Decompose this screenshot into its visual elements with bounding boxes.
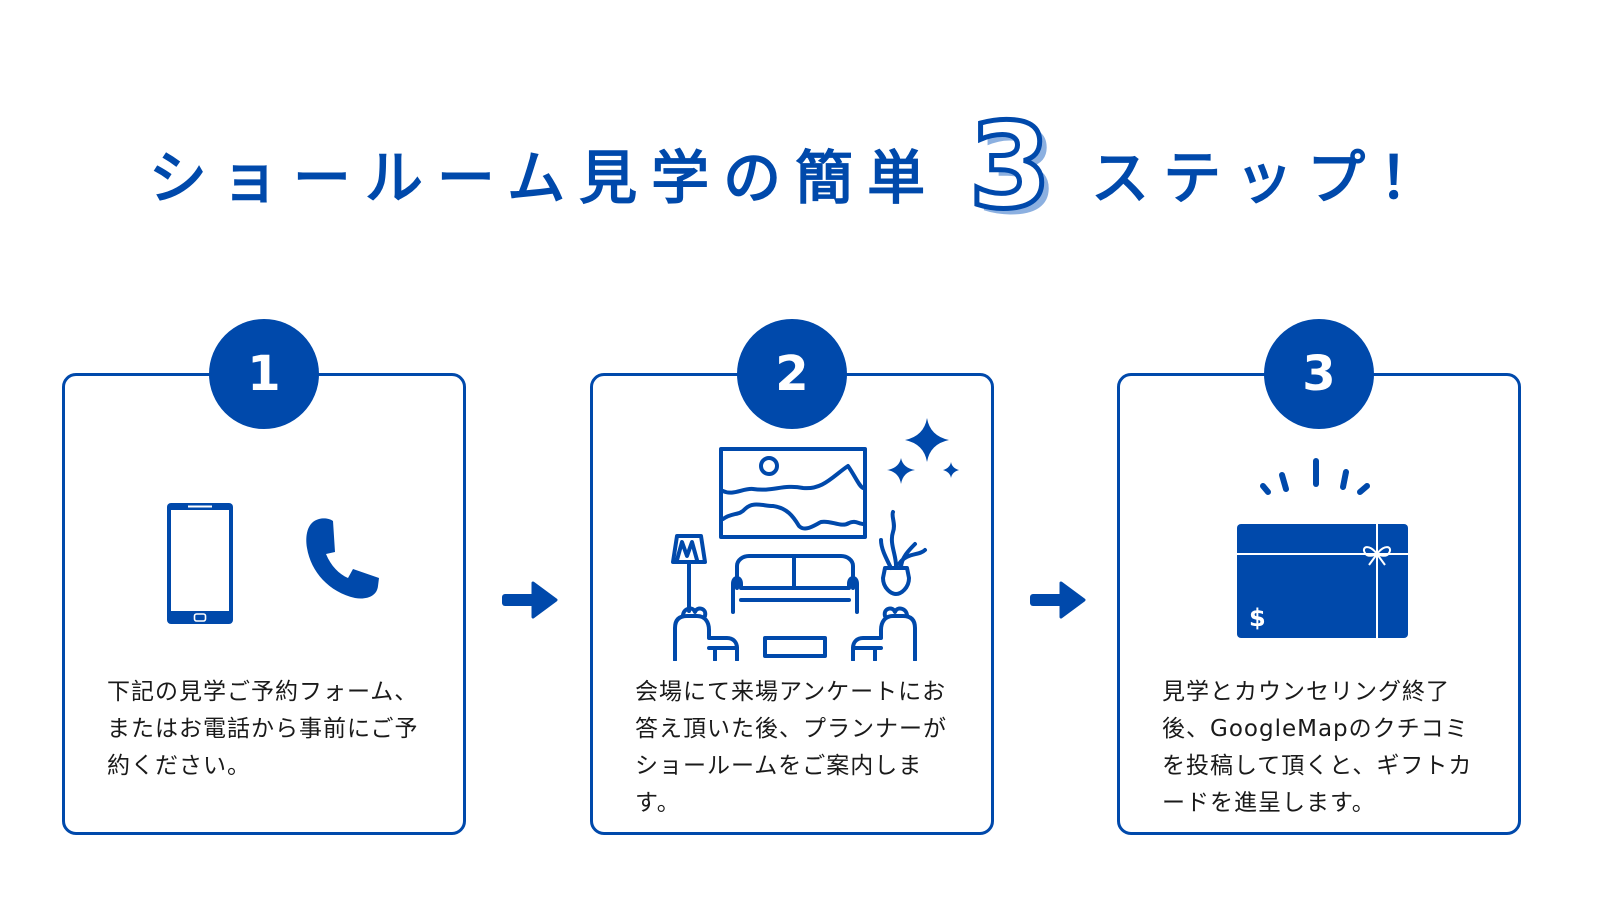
smartphone-icon (167, 503, 233, 624)
step-number-badge: 3 (1264, 319, 1374, 429)
title-number-shadow: 3 (976, 109, 1057, 229)
arrow-right-icon (1030, 581, 1086, 619)
step-number-badge: 2 (737, 319, 847, 429)
step-card-1: 1 下記の見学ご予約フォーム、またはお電話から事前にご予約ください。 (62, 319, 466, 835)
dollar-sign-icon: $ (1249, 604, 1266, 632)
ribbon-bow-icon (1363, 546, 1391, 566)
arrow-right-icon (502, 581, 558, 619)
step-description: 会場にて来場アンケートにお答え頂いた後、プランナーがショールームをご案内します。 (635, 679, 947, 816)
showroom-living-room-icon (671, 447, 927, 661)
title-number-three: 3 3 (967, 109, 1057, 229)
step-card-3: 3 $ 見学とカウンセリング終了後、GoogleMapのクチコミを投稿して頂くと… (1117, 319, 1521, 835)
sparkle-icon (887, 418, 959, 484)
step-description: 見学とカウンセリング終了後、GoogleMapのクチコミを投稿して頂くと、ギフト… (1162, 679, 1473, 816)
title-number-outline: 3 (969, 109, 1051, 229)
gift-card-icon: $ (1237, 458, 1408, 638)
phone-handset-icon (306, 518, 379, 599)
title-number-three-graphic: 3 3 (967, 109, 1057, 229)
page-title: ショールーム見学の簡単 3 3 ステップ！ (0, 109, 1600, 229)
step-number-badge: 1 (209, 319, 319, 429)
step-card-2: 2 (590, 319, 994, 835)
shine-lines-icon (1260, 458, 1370, 495)
title-text-before: ショールーム見学の簡単 (148, 144, 940, 212)
title-text-after: ステップ！ (1091, 144, 1452, 212)
picture-frame (719, 447, 867, 539)
step-description: 下記の見学ご予約フォーム、またはお電話から事前にご予約ください。 (107, 679, 419, 779)
